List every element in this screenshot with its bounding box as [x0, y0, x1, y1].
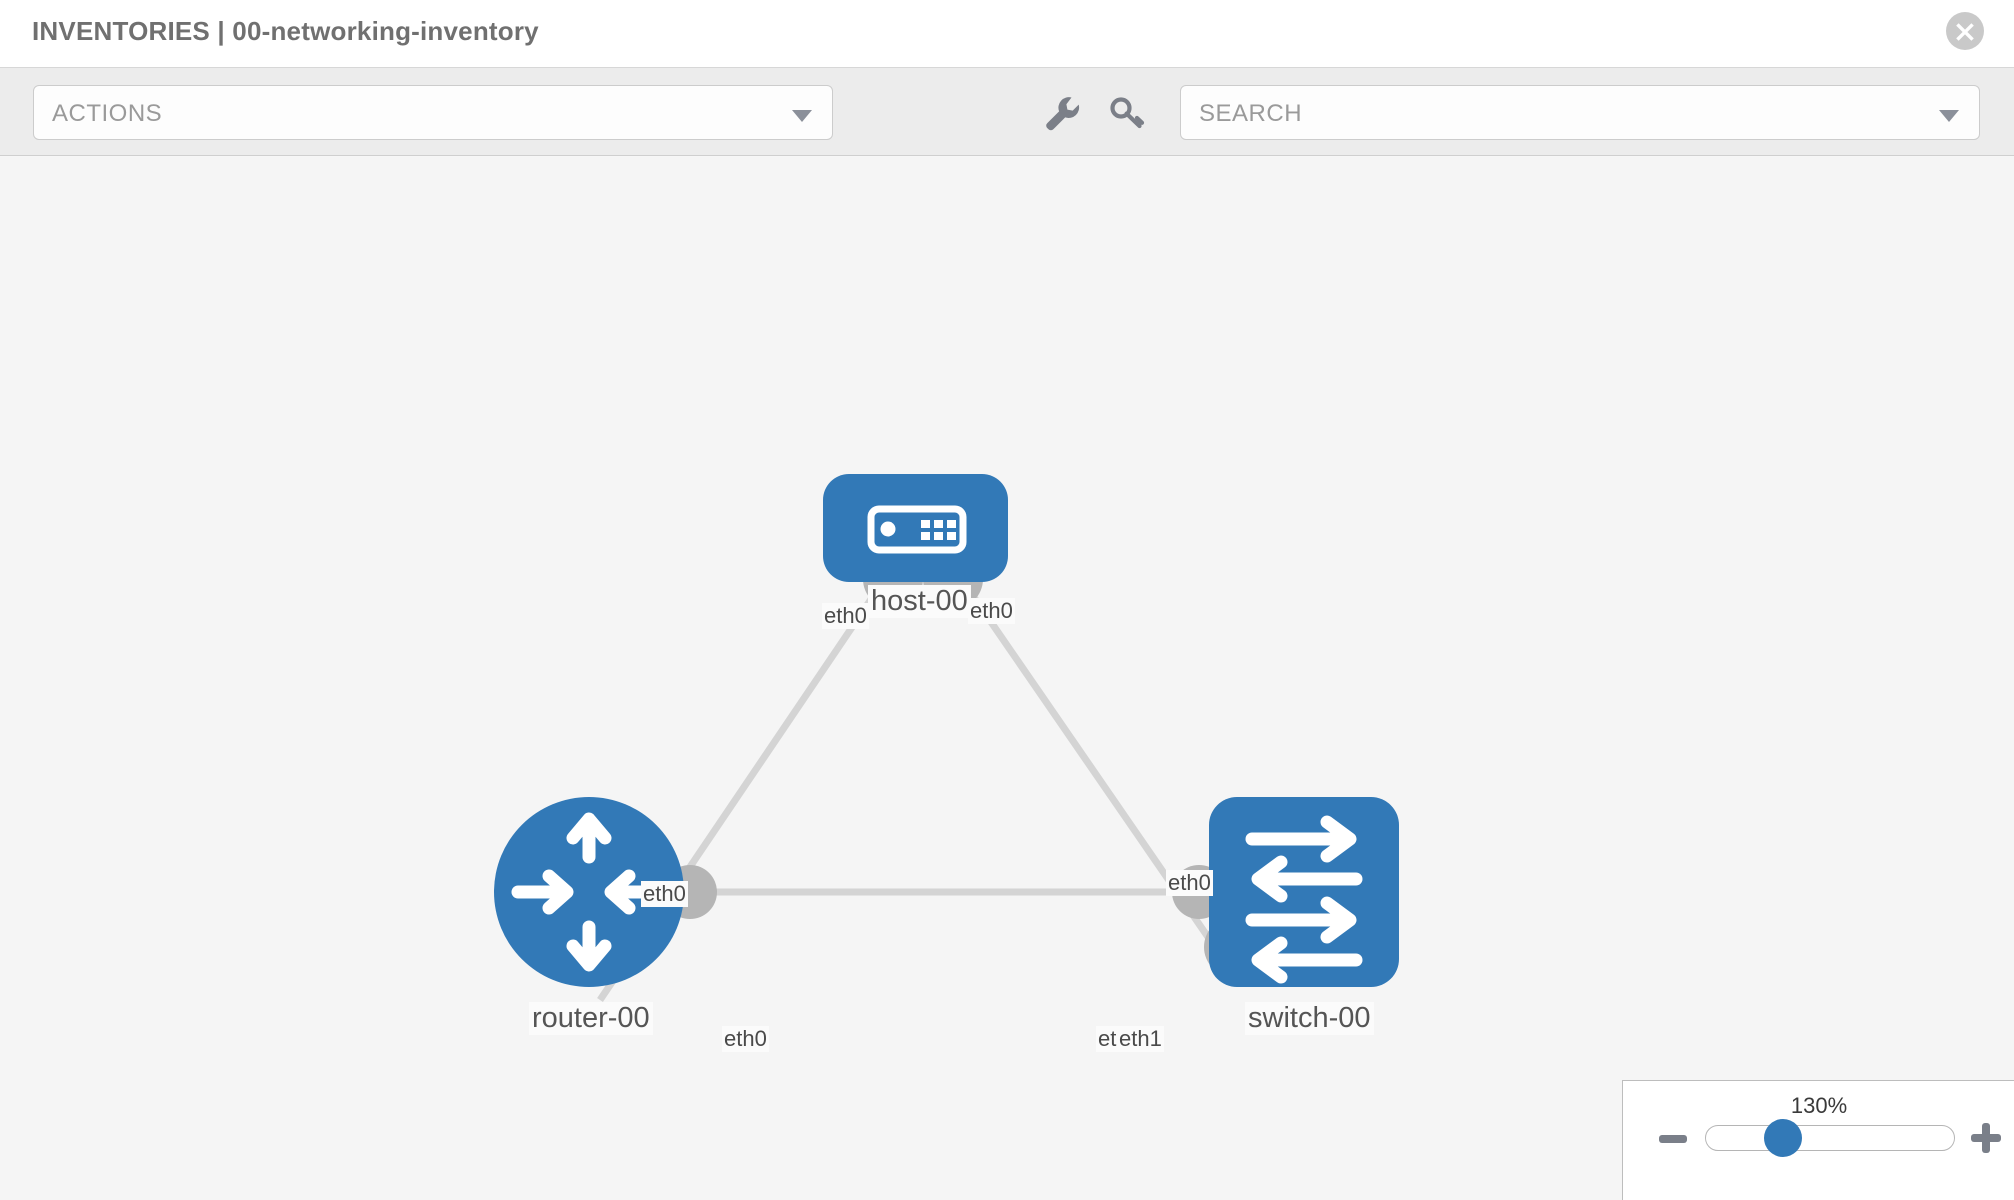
zoom-level-value: 130% — [1790, 1093, 1848, 1118]
node-label-switch-00: switch-00 — [1245, 1002, 1374, 1035]
node-label-host-00: host-00 — [868, 585, 971, 618]
switch-icon — [1245, 815, 1363, 984]
close-icon[interactable] — [1946, 12, 1984, 50]
server-icon — [867, 505, 967, 554]
plus-icon[interactable] — [1971, 1123, 2001, 1153]
search-placeholder: SEARCH — [1199, 100, 1303, 127]
interface-label: eth1 — [1117, 1026, 1164, 1052]
search-chevron-down-icon[interactable] — [1939, 110, 1959, 122]
key-icon[interactable] — [1104, 90, 1150, 136]
wrench-icon[interactable] — [1038, 90, 1084, 136]
zoom-control-panel: 130% — [1622, 1080, 2014, 1200]
title-bar: INVENTORIES | 00-networking-inventory — [0, 0, 2014, 68]
page-title: INVENTORIES | 00-networking-inventory — [32, 16, 539, 46]
actions-dropdown-label: ACTIONS — [52, 100, 163, 127]
actions-dropdown[interactable]: ACTIONS — [33, 85, 833, 140]
topology-graph — [494, 474, 1399, 1002]
search-input[interactable]: SEARCH — [1180, 85, 1980, 140]
interface-label: eth0 — [722, 1026, 769, 1052]
chevron-down-icon — [792, 110, 812, 122]
link-lines — [597, 575, 1233, 1002]
node-switch-00[interactable] — [1209, 797, 1399, 987]
zoom-slider-thumb[interactable] — [1764, 1119, 1802, 1157]
node-host-00[interactable] — [823, 474, 1008, 582]
zoom-slider-track[interactable] — [1705, 1125, 1955, 1151]
interface-label: eth0 — [968, 598, 1015, 624]
interface-label: eth0 — [822, 603, 869, 629]
interface-label: eth0 — [1166, 870, 1213, 896]
minus-icon[interactable] — [1659, 1135, 1687, 1143]
topology-canvas[interactable]: eth0 eth0 eth0 eth0 eth0 eth0 eth1 host-… — [0, 157, 2014, 1200]
interface-label: eth0 — [641, 881, 688, 907]
node-label-router-00: router-00 — [529, 1002, 653, 1035]
